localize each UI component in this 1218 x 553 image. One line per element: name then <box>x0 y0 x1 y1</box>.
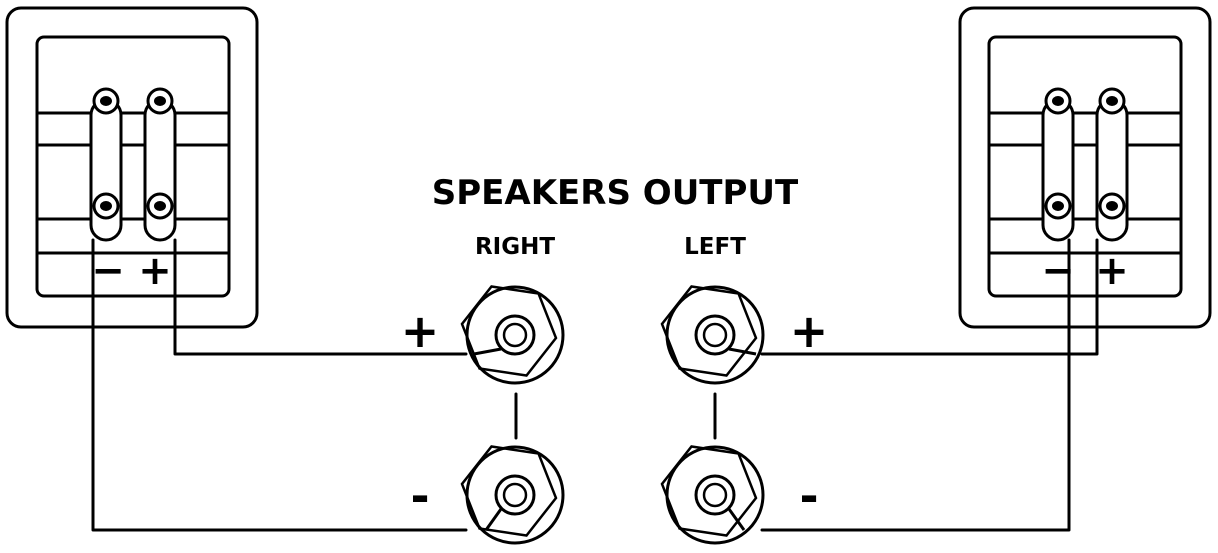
speaker-right-terminal-minus <box>89 87 123 242</box>
wires <box>91 238 1099 532</box>
wire-left-minus <box>760 238 1071 532</box>
speaker-left-inner-panel <box>987 35 1183 298</box>
speaker-right-channel: − + <box>5 6 259 329</box>
speaker-left-terminal-plus <box>1095 87 1129 242</box>
left-minus-sign: - <box>799 469 818 523</box>
left-plus-sign: + <box>790 304 829 358</box>
right-minus-sign: - <box>410 469 429 523</box>
speaker-left-outer-box <box>958 6 1212 329</box>
speaker-right-inner-panel <box>35 35 231 298</box>
speaker-right-outer-box <box>5 6 259 329</box>
speaker-right-minus-label: − <box>91 248 125 294</box>
wire-right-minus <box>91 238 468 532</box>
binding-post-left-plus <box>660 285 765 385</box>
channel-label-right: RIGHT <box>475 234 555 260</box>
right-plus-sign: + <box>401 304 440 358</box>
channel-label-left: LEFT <box>684 234 746 260</box>
speaker-left-channel: − + <box>958 6 1212 329</box>
speaker-right-terminal-plus <box>143 87 177 242</box>
binding-post-right-minus <box>460 445 565 545</box>
speaker-left-plus-label: + <box>1095 248 1129 294</box>
speaker-left-terminal-minus <box>1041 87 1075 242</box>
binding-post-right-plus <box>460 285 565 385</box>
binding-post-left-minus <box>660 445 765 545</box>
wire-left-plus <box>760 238 1099 356</box>
wire-right-plus <box>173 238 468 356</box>
diagram-title: SPEAKERS OUTPUT <box>432 173 799 213</box>
speaker-right-plus-label: + <box>138 248 172 294</box>
